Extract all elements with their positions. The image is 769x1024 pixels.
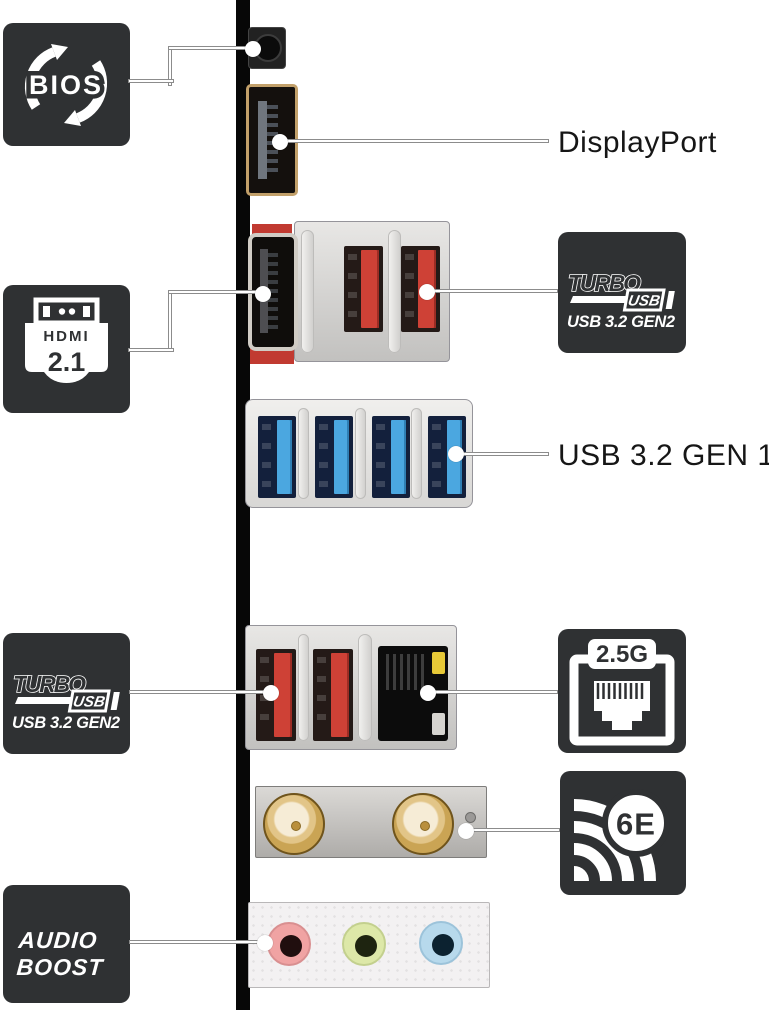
usb-port-pins: [376, 424, 385, 490]
jack-hole: [355, 935, 377, 957]
usb-port-tongue: [361, 250, 379, 328]
turbo-usb-box-text: USB: [627, 293, 662, 310]
audio-boost-badge: AUDIO BOOST: [3, 885, 130, 1003]
turbo-usb-badge-right: TURBO USB USB 3.2 GEN2: [558, 232, 686, 353]
lan-port: [378, 646, 448, 741]
audio-jack-mic: [267, 922, 311, 966]
hdmi-badge-name: HDMI: [43, 328, 89, 345]
hdmi-leader-line: [168, 290, 262, 294]
usb-gen2-port: [313, 649, 353, 741]
usb-port-tongue: [391, 420, 406, 494]
usb-port-pins: [317, 657, 326, 733]
bios-leader-line: [168, 46, 254, 50]
ethernet-jack-icon: 2.5G: [569, 639, 675, 746]
bios-badge-label: BIOS: [29, 70, 103, 100]
hdmi-plug-icon: HDMI 2.1: [25, 297, 108, 383]
wifi-signal-icon: 6E: [573, 789, 670, 882]
wifi-6e-badge: 6E: [560, 771, 686, 895]
wifi-badge-label: 6E: [616, 807, 656, 842]
hdmi-leader-line: [168, 290, 172, 352]
hdmi-housing-accent: [250, 348, 294, 364]
lan-badge: 2.5G: [558, 629, 686, 753]
usb-port-pins: [432, 424, 441, 490]
audio-jack-line-in: [419, 921, 463, 965]
usb-gen1-block: [245, 399, 473, 508]
wifi-leader-dot: [458, 823, 474, 839]
usb-port-pins: [319, 424, 328, 490]
displayport-leader-line: [287, 139, 549, 143]
audio-leader-line: [129, 940, 261, 944]
lan-speed-text: 2.5G: [596, 641, 648, 668]
audio-badge-line2: BOOST: [15, 954, 105, 980]
usb-gen2-top-leader-dot: [419, 284, 435, 300]
lan-leader-line: [432, 690, 558, 694]
usb-gen2-bottom-leader-dot: [263, 685, 279, 701]
lan-led-activity: [432, 652, 445, 674]
usb-port-tongue: [331, 653, 349, 737]
usb-port-pins: [262, 424, 271, 490]
module-screw: [465, 812, 476, 823]
usb-gen1-leader-dot: [448, 446, 464, 462]
antenna-pin: [291, 821, 301, 831]
jack-hole: [280, 935, 302, 957]
audio-jack-panel: [248, 902, 490, 988]
hdmi-badge-version: 2.1: [48, 347, 86, 377]
hdmi-leader-line: [128, 348, 174, 352]
block-ridge: [411, 408, 422, 499]
usb-gen1-port: [372, 416, 410, 498]
hdmi-pin-teeth: [268, 253, 278, 329]
block-ridge: [355, 408, 366, 499]
usb-port-tongue: [277, 420, 292, 494]
displayport-leader-dot: [272, 134, 288, 150]
usb-gen2-top-leader-line: [431, 289, 558, 293]
displayport-pins: [258, 101, 267, 179]
audio-badge-line1: AUDIO: [17, 927, 99, 953]
refresh-arrows-icon: BIOS: [24, 44, 108, 126]
jack-hole: [432, 934, 454, 956]
usb-gen2-port: [344, 246, 383, 332]
lan-leader-dot: [420, 685, 436, 701]
hdmi-leader-dot: [255, 286, 271, 302]
turbo-usb-logo: TURBO USB USB 3.2 GEN2: [567, 270, 675, 331]
wifi-leader-line: [470, 828, 560, 832]
usb-gen2-lan-block: [245, 625, 457, 750]
usb-gen1-label: USB 3.2 GEN 1: [558, 439, 769, 472]
usb-gen1-leader-line: [459, 452, 549, 456]
bios-leader-line: [128, 79, 174, 83]
block-ridge: [388, 230, 401, 353]
usb-port-tongue: [274, 653, 292, 737]
wifi-antenna-connector: [392, 793, 454, 855]
usb-gen1-port: [315, 416, 353, 498]
block-ridge: [298, 408, 309, 499]
displayport-label: DisplayPort: [558, 126, 717, 159]
turbo-spec-text: USB 3.2 GEN2: [12, 714, 120, 732]
hdmi-badge: HDMI 2.1: [3, 285, 130, 413]
turbo-usb-badge-left: TURBO USB USB 3.2 GEN2: [3, 633, 130, 754]
wifi-antenna-connector: [263, 793, 325, 855]
audio-leader-dot: [257, 935, 273, 951]
block-ridge: [358, 634, 372, 741]
lan-pin-comb: [386, 654, 426, 690]
usb-gen2-bottom-leader-line: [129, 690, 267, 694]
antenna-pin: [420, 821, 430, 831]
bios-flash-badge: BIOS: [3, 23, 130, 146]
audio-jack-line-out: [342, 922, 386, 966]
turbo-usb-logo: TURBO USB USB 3.2 GEN2: [12, 671, 120, 732]
block-ridge: [301, 230, 314, 353]
usb-gen1-port: [258, 416, 296, 498]
bios-leader-dot: [245, 41, 261, 57]
block-ridge: [298, 634, 309, 741]
usb-port-pins: [405, 254, 414, 324]
usb-port-pins: [348, 254, 357, 324]
audio-boost-logo: AUDIO BOOST: [0, 885, 133, 981]
turbo-spec-text: USB 3.2 GEN2: [567, 313, 675, 331]
turbo-usb-box-text: USB: [71, 694, 106, 711]
lan-led-link: [432, 713, 445, 735]
wifi-antenna-module: [255, 786, 487, 858]
usb-port-tongue: [334, 420, 349, 494]
io-shield-edge-bar: [236, 0, 250, 1010]
